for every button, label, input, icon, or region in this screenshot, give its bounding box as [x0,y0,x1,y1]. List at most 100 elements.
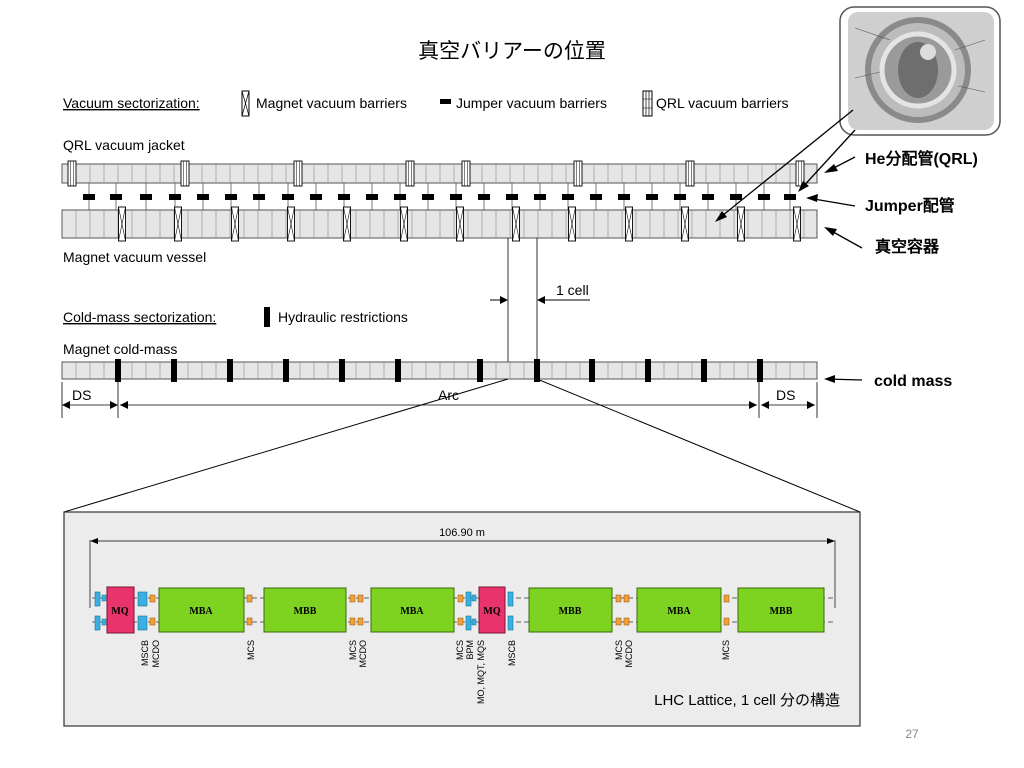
hydraulic-restriction [115,359,121,382]
qrl-barrier [573,160,583,187]
ds-left-label: DS [72,387,91,403]
jumper [140,183,152,210]
jumper [197,183,209,210]
corrector-label-mcs-5: MCS [721,640,731,660]
zoom-lines [63,378,861,513]
hydraulic-restriction [757,359,763,382]
corrector-label-mcs-3: MCS [455,640,465,660]
qrl-barrier [180,160,190,187]
jumper [674,183,686,210]
hydraulic-restriction [339,359,345,382]
magnet-label-mba-2: MBA [400,606,424,617]
jumper [338,183,350,210]
jumper [282,183,294,210]
jumper [702,183,714,210]
hydraulic-restriction [477,359,483,382]
magnet-barrier [231,206,239,242]
vessel-bar-divisions [75,210,805,238]
magnet-label-mbb-3: MBB [770,606,793,617]
magnet-label-mba-1: MBA [189,606,213,617]
qrl-barrier [405,160,415,187]
cold-mass-callout: cold mass [874,373,952,390]
magnet-label-mbb-2: MBB [559,606,582,617]
hydraulic-restriction [589,359,595,382]
qrl-barrier-legend-icon [642,90,653,117]
callout-arrows [715,109,863,383]
jumper-barrier-legend-label: Jumper vacuum barriers [456,95,607,111]
coldmass-bar [61,361,818,380]
magnet-vessel-label: Magnet vacuum vessel [63,249,206,265]
magnet-barrier [568,206,576,242]
jumper-row [83,183,796,210]
magnet-barrier [343,206,351,242]
corrector-label-mscb-right: MSCB [507,640,517,666]
jumper [394,183,406,210]
cell-indicator [490,238,590,362]
magnet-barrier-legend-label: Magnet vacuum barriers [256,95,407,111]
corrector-label-mscb-left: MSCB [140,640,150,666]
corrector-label-mcdo-3: MCDO [624,640,634,668]
magnet-barrier [737,206,745,242]
magnet-barrier [681,206,689,242]
corrector-label-mcs-1: MCS [246,640,256,660]
magnet-barrier [625,206,633,242]
qrl-barrier [685,160,695,187]
magnet-label-mq-left: MQ [111,606,128,617]
qrl-jacket-label: QRL vacuum jacket [63,137,185,153]
hydraulic-legend-label: Hydraulic restrictions [278,309,408,325]
jumper [646,183,658,210]
jumper [422,183,434,210]
jumper [169,183,181,210]
corrector-label-mcs-4: MCS [614,640,624,660]
magnet-barrier [456,206,464,242]
he-pipe-callout: He分配管(QRL) [865,149,978,168]
jumper [110,183,122,210]
jumper [83,183,95,210]
qrl-interconnect-photo [839,6,1001,136]
page-number: 27 [905,727,919,741]
hydraulic-restriction [395,359,401,382]
corrector-label-mcs-2: MCS [348,640,358,660]
hydraulic-restriction [534,359,540,382]
jumper-pipe-callout: Jumper配管 [865,196,955,215]
magnet-label-mbb-1: MBB [294,606,317,617]
lattice-length-label: 106.90 m [439,527,485,539]
cell-label: 1 cell [556,282,589,298]
jumper [562,183,574,210]
jumper [534,183,546,210]
lattice-caption: LHC Lattice, 1 cell 分の構造 [654,692,840,709]
vacuum-legend-heading: Vacuum sectorization: [63,95,200,111]
magnet-barrier [512,206,520,242]
coldmass-heading: Cold-mass sectorization: [63,309,216,325]
jumper [758,183,770,210]
qrl-bar [61,163,818,184]
magnet-barrier [118,206,126,242]
jumper-barrier-legend-icon [440,99,451,104]
arc-label: Arc [438,387,459,403]
hydraulic-legend-icon [264,307,270,327]
hydraulic-restriction [227,359,233,382]
qrl-barrier-legend-label: QRL vacuum barriers [656,95,789,111]
hydraulic-restrictions [115,359,763,382]
section-dimension-lines [61,382,818,418]
corrector-label-mcdo-left: MCDO [151,640,161,668]
ds-right-label: DS [776,387,795,403]
jumper [730,183,742,210]
magnet-barrier-legend-icon [241,90,250,117]
jumper [618,183,630,210]
magnet-vacuum-barriers [118,206,801,242]
vacuum-vessel-callout: 真空容器 [875,237,940,256]
qrl-barrier [461,160,471,187]
magnet-label-mba-3: MBA [667,606,691,617]
hydraulic-restriction [645,359,651,382]
qrl-barrier [293,160,303,187]
magnet-label-mq-right: MQ [483,606,500,617]
magnet-coldmass-label: Magnet cold-mass [63,341,177,357]
qrl-barrier [795,160,805,187]
magnet-barrier [400,206,408,242]
hydraulic-restriction [283,359,289,382]
magnet-barrier [793,206,801,242]
corrector-label-mcdo-2: MCDO [358,640,368,668]
jumper [253,183,265,210]
